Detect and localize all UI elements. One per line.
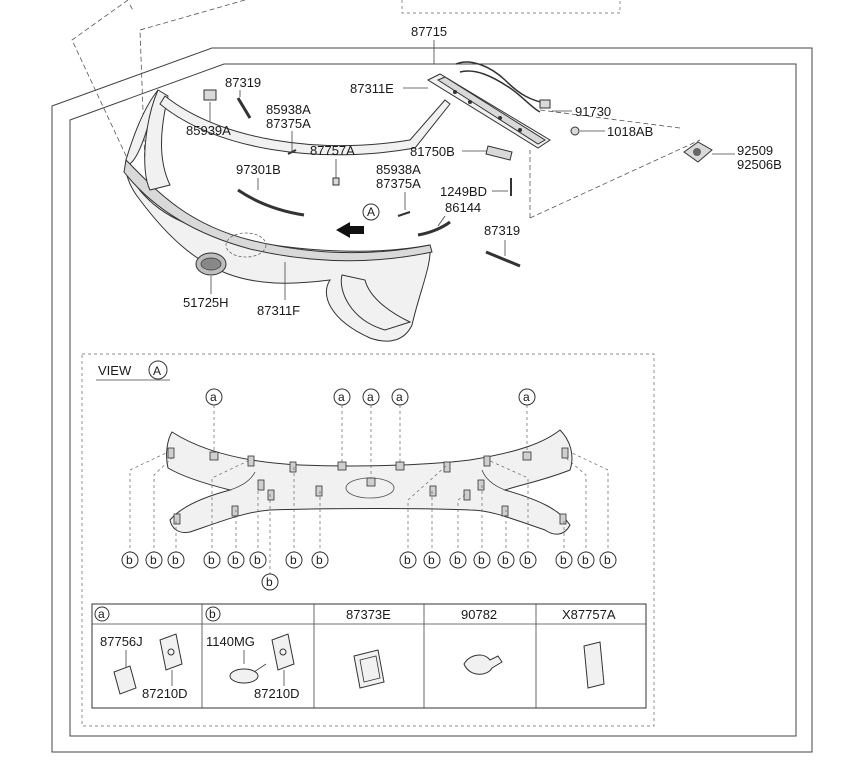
clip-b-8: b [290,553,297,567]
clip-b-5: b [232,553,239,567]
legend-col-X87757A: X87757A [562,607,616,622]
clip-b-2: b [150,553,157,567]
label-1249BD: 1249BD [440,184,487,199]
clip-a-3: a [367,390,374,404]
view-a-box: VIEW A [81,353,655,727]
clip-b-6: b [254,553,261,567]
label-81750B: 81750B [410,144,455,159]
clip-b-11: b [428,553,435,567]
arrow-letter-A: A [367,205,375,219]
emblem-51725H [195,232,267,276]
outer-frame [51,47,813,753]
legend-a-part2: 87210D [142,686,188,701]
label-92509: 92509 [737,143,773,158]
view-arrow-A: A [336,203,380,238]
garnish-panel-87311F [123,89,433,342]
label-1018AB: 1018AB [607,124,653,139]
clip-a-4: a [396,390,403,404]
clip-b-4: b [208,553,215,567]
label-87375A-2: 87375A [376,176,421,191]
label-87757A: 87757A [310,143,355,158]
label-51725H: 51725H [183,295,229,310]
label-92506B: 92506B [737,157,782,172]
view-letter: A [153,364,161,378]
wiring-91730 [455,61,551,113]
clip-glyphs [167,447,569,525]
label-91730: 91730 [575,104,611,119]
clip-b-7: b [266,575,273,589]
clip-b-18: b [604,553,611,567]
label-87319-top: 87319 [225,75,261,90]
garnish-upper-strip [159,95,451,156]
label-87319-bottom: 87319 [484,223,520,238]
label-86144: 86144 [445,200,481,215]
clip-b-1: b [126,553,133,567]
clip-b-12: b [454,553,461,567]
clip-b-13: b [478,553,485,567]
legend-col-90782: 90782 [461,607,497,622]
label-87311F: 87311F [257,303,300,318]
label-85938A-2: 85938A [376,162,421,177]
legend-a-part1: 87756J [100,634,143,649]
clip-a-markers: a a a a a [205,388,536,478]
top-partial-box [401,0,621,14]
label-85939A: 85939A [186,123,231,138]
clip-85939A [203,89,217,101]
legend-col-b: b [209,607,216,621]
legend-col-a: a [98,607,105,621]
clip-a-2: a [338,390,345,404]
clip-b-15: b [524,553,531,567]
clip-b-3: b [172,553,179,567]
legend-b-part1: 1140MG [206,634,255,649]
label-85938A-1: 85938A [266,102,311,117]
clip-a-1: a [210,390,217,404]
clip-a-5: a [523,390,530,404]
clip-b-10: b [404,553,411,567]
lamp-bracket-87311E [426,73,551,149]
clip-b-9: b [316,553,323,567]
label-87311E: 87311E [350,81,394,96]
label-87715: 87715 [411,24,447,39]
leader-lines-top [71,0,246,166]
clip-b-17: b [582,553,589,567]
clip-b-markers: b b b b b b b b b b b b b b b b b b [121,451,617,591]
legend-table: a b 87373E 90782 X87757A 87756J 87210D 1… [91,603,647,709]
view-label: VIEW [98,363,132,378]
label-87375A-1: 87375A [266,116,311,131]
legend-b-part2: 87210D [254,686,300,701]
clip-b-16: b [560,553,567,567]
label-97301B: 97301B [236,162,281,177]
legend-col-87373E: 87373E [346,607,391,622]
clip-b-14: b [502,553,509,567]
license-lamp-92509 [683,141,713,163]
